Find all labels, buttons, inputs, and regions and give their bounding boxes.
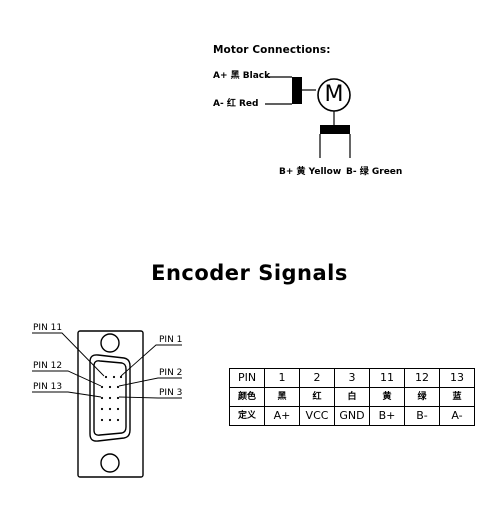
- table-cell: 黄: [369, 387, 405, 407]
- table-cell: B-: [404, 406, 440, 426]
- encoder-title: Encoder Signals: [151, 261, 348, 285]
- pin-11-label: PIN 11: [33, 323, 63, 333]
- table-cell: 3: [334, 368, 370, 388]
- pin-12-label: PIN 12: [33, 361, 63, 371]
- pin-2-label: PIN 2: [159, 368, 183, 378]
- table-cell: 绿: [404, 387, 440, 407]
- pin-3-label: PIN 3: [159, 388, 183, 398]
- wire-b-plus-label: B+ 黄 Yellow: [279, 167, 342, 177]
- table-row: PIN 1 2 3 11 12 13: [229, 368, 475, 388]
- table-cell: 黑: [264, 387, 300, 407]
- pin-leader-lines: [32, 332, 182, 399]
- table-cell: 颜色: [229, 387, 265, 407]
- table-cell: B+: [369, 406, 405, 426]
- motor-title: Motor Connections:: [213, 44, 331, 56]
- motor-symbol: M: [324, 82, 344, 107]
- motor-a-coil: [265, 76, 316, 105]
- table-cell: 11: [369, 368, 405, 388]
- table-cell: VCC: [299, 406, 335, 426]
- table-row: 定义 A+ VCC GND B+ B- A-: [229, 406, 475, 426]
- connector-pins: [100, 375, 123, 422]
- table-cell: 12: [404, 368, 440, 388]
- wire-b-minus-label: B- 绿 Green: [346, 167, 403, 177]
- table-cell: 白: [334, 387, 370, 407]
- pin-13-label: PIN 13: [33, 382, 63, 392]
- table-cell: PIN: [229, 368, 265, 388]
- db15-connector: [77, 330, 144, 478]
- table-cell: A+: [264, 406, 300, 426]
- table-cell: A-: [439, 406, 475, 426]
- table-row: 颜色 黑 红 白 黄 绿 蓝: [229, 387, 475, 407]
- table-cell: 1: [264, 368, 300, 388]
- table-cell: 蓝: [439, 387, 475, 407]
- pin-1-label: PIN 1: [159, 335, 183, 345]
- table-cell: 定义: [229, 406, 265, 426]
- motor-b-coil: [319, 111, 351, 158]
- wire-a-minus-label: A- 红 Red: [213, 99, 259, 109]
- table-cell: 2: [299, 368, 335, 388]
- table-cell: GND: [334, 406, 370, 426]
- table-cell: 13: [439, 368, 475, 388]
- wire-a-plus-label: A+ 黑 Black: [213, 71, 271, 81]
- table-cell: 红: [299, 387, 335, 407]
- pin-table: PIN 1 2 3 11 12 13 颜色 黑 红 白 黄 绿 蓝 定义 A+ …: [229, 368, 475, 426]
